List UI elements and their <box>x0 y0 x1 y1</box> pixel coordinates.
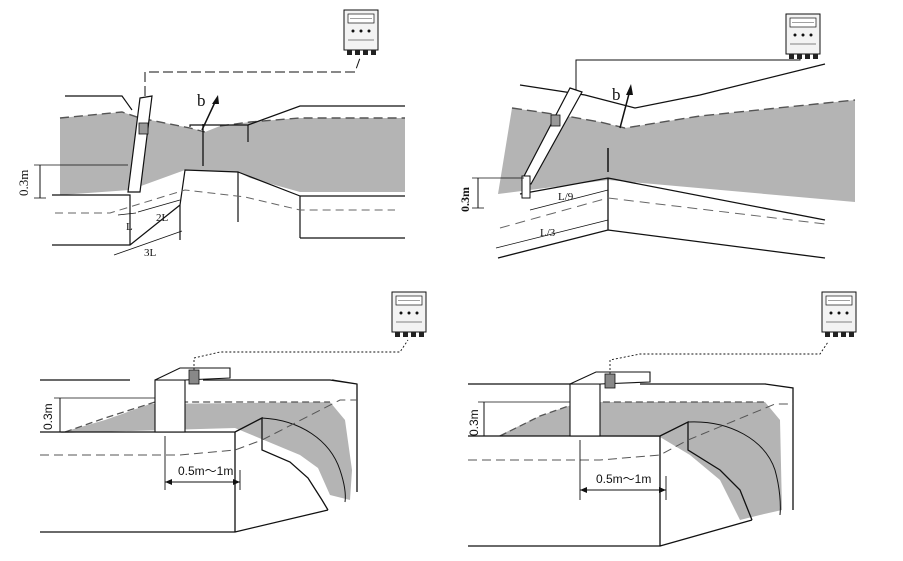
ultrasonic-transmitter-icon <box>343 9 379 56</box>
ultrasonic-sensor-icon <box>138 122 149 135</box>
ultrasonic-transmitter-icon <box>391 291 427 338</box>
2L-label: 2L <box>156 212 169 224</box>
dim-L3 <box>495 219 609 249</box>
flume-top-wall <box>519 63 826 109</box>
nappe-curve <box>687 421 781 516</box>
b-arrow <box>619 89 631 129</box>
bottom-dashed-line <box>40 399 357 456</box>
depth-label: 0.3m <box>467 409 481 436</box>
dim-3L <box>113 230 183 256</box>
L3-label: L/3 <box>540 227 556 239</box>
signal-cable <box>144 57 361 96</box>
bottom-dashed-line <box>499 197 826 229</box>
nappe-curve <box>261 417 346 503</box>
flume-top-wall <box>65 95 405 142</box>
water-surface <box>498 402 782 520</box>
water-edge-dashed <box>499 401 765 437</box>
panel-flume-angled: b 0.3m L/9 L/3 <box>458 13 856 259</box>
sensor-post <box>521 175 531 199</box>
ultrasonic-transmitter-icon <box>821 291 857 338</box>
ultrasonic-sensor-icon <box>188 369 200 385</box>
ultrasonic-transmitter-icon <box>785 13 821 60</box>
ultrasonic-sensor-icon <box>550 114 561 127</box>
signal-cable <box>575 50 801 90</box>
depth-label: 0.3m <box>41 403 55 430</box>
sensor-mount-beam <box>154 379 186 433</box>
distance-label: 0.5m～1m <box>596 472 651 486</box>
depth-label: 0.3m <box>458 187 472 212</box>
flume-bottom-wall <box>52 169 405 246</box>
b-arrow <box>201 99 217 131</box>
signal-cable <box>609 341 829 374</box>
flume-bottom-wall <box>497 177 826 259</box>
sensor-mount-pole <box>521 87 583 185</box>
dim-L <box>117 212 137 216</box>
b-arrowhead <box>212 95 219 104</box>
sensor-mount-pole <box>127 95 153 193</box>
water-surface <box>60 402 352 500</box>
water-surface <box>498 100 855 202</box>
dist-arrowhead-right <box>659 487 666 493</box>
dist-arrowhead-left <box>580 487 587 493</box>
sensor-mount-beam <box>569 383 601 437</box>
L9-label: L/9 <box>558 191 574 203</box>
ultrasonic-sensor-icon <box>604 373 616 389</box>
L-label: L <box>126 221 133 233</box>
signal-cable <box>193 339 409 370</box>
panel-flume-plan: b 0.3m L 2L 3L <box>16 9 405 259</box>
b-label: b <box>197 91 206 110</box>
bottom-dashed-line <box>55 189 395 214</box>
dist-arrowhead-right <box>233 479 240 485</box>
water-edge-dashed <box>511 99 856 129</box>
dist-arrowhead-left <box>165 479 172 485</box>
3L-label: 3L <box>144 247 157 259</box>
dim-L9 <box>529 189 609 211</box>
dim-2L <box>137 199 181 213</box>
panel-weir-right: 0.3m 0.5m～1m <box>467 291 857 547</box>
water-edge-dashed <box>64 401 330 433</box>
panel-weir-left: 0.3m 0.5m～1m <box>40 291 427 533</box>
depth-label: 0.3m <box>16 170 31 196</box>
b-arrowhead <box>626 84 633 95</box>
distance-label: 0.5m～1m <box>178 464 233 478</box>
water-edge-dashed <box>59 111 405 133</box>
b-label: b <box>612 85 621 104</box>
